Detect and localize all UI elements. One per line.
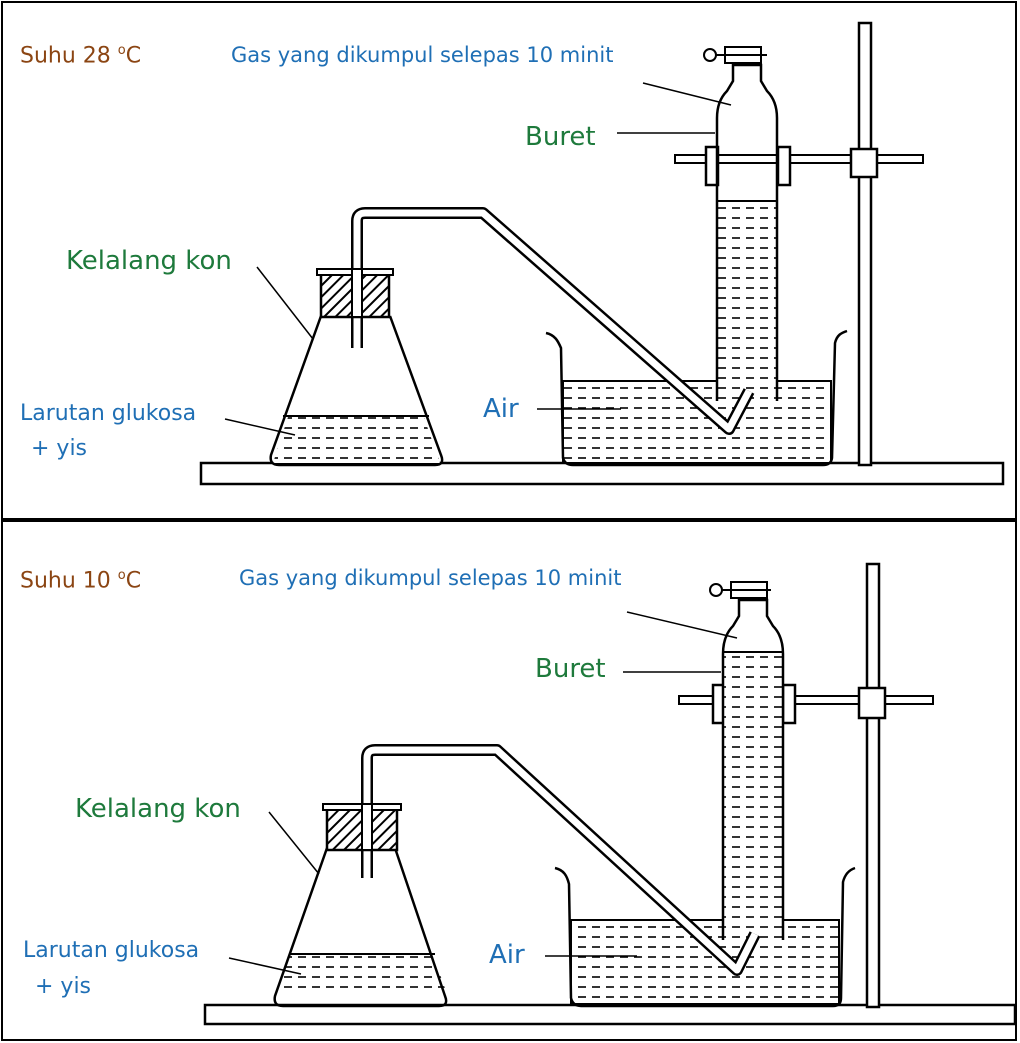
solution-label-line2: + yis [35,974,92,999]
panel-28c: Suhu 28 oC Gas yang dikumpul selepas 10 … [1,1,1017,520]
solution-label-line2: + yis [31,436,88,461]
clamp-boss [857,686,887,720]
retort-stand-rod [865,562,881,1009]
buret-label: Buret [525,122,596,152]
clamp-arm [674,154,924,164]
water-label: Air [483,394,519,424]
apparatus-28c [199,21,1005,486]
leader-flask [256,266,314,340]
buret [721,598,785,940]
temperature-prefix: Suhu 10 [20,568,118,594]
solution-label-line1: Larutan glukosa [23,938,200,963]
temperature-label: Suhu 28 oC [20,44,141,67]
buret-label: Buret [535,654,606,684]
temperature-degree: o [117,43,126,58]
conical-flask [269,315,444,467]
temperature-prefix: Suhu 28 [20,43,118,69]
conical-flask [273,847,448,1008]
gas-label: Gas yang dikumpul selepas 10 minit [231,43,614,67]
buret-tap-knob [709,583,723,597]
leader-gas [642,82,732,106]
leader-gas [626,611,738,639]
clamp-jaw-right [776,145,792,187]
buret [715,63,779,401]
retort-stand-rod [857,21,873,467]
buret-water-column [723,652,783,940]
solution-label-line1: Larutan glukosa [20,401,197,426]
buret-water-column [717,201,777,401]
leader-solution [224,418,296,436]
panel-10c: Suhu 10 oC Gas yang dikumpul selepas 10 … [1,520,1017,1041]
flask-label: Kelalang kon [75,794,241,824]
buret-tap-knob [703,48,717,62]
clamp-arm [678,695,934,705]
flask-solution [273,416,440,463]
water-label: Air [489,940,525,970]
temperature-label: Suhu 10 oC [20,569,141,592]
temperature-degree: o [117,568,126,583]
temperature-unit: C [125,568,142,594]
flask-solution [275,954,447,994]
flask-label: Kelalang kon [66,246,232,276]
temperature-unit: C [125,43,142,69]
leader-flask [268,811,320,875]
clamp-jaw-right [781,683,797,725]
beaker [554,866,856,1008]
apparatus-10c [203,562,1017,1026]
clamp-boss [849,147,879,179]
beaker [545,329,848,467]
bench [203,1003,1017,1026]
leader-solution [228,957,302,975]
gas-label: Gas yang dikumpul selepas 10 minit [239,566,622,590]
